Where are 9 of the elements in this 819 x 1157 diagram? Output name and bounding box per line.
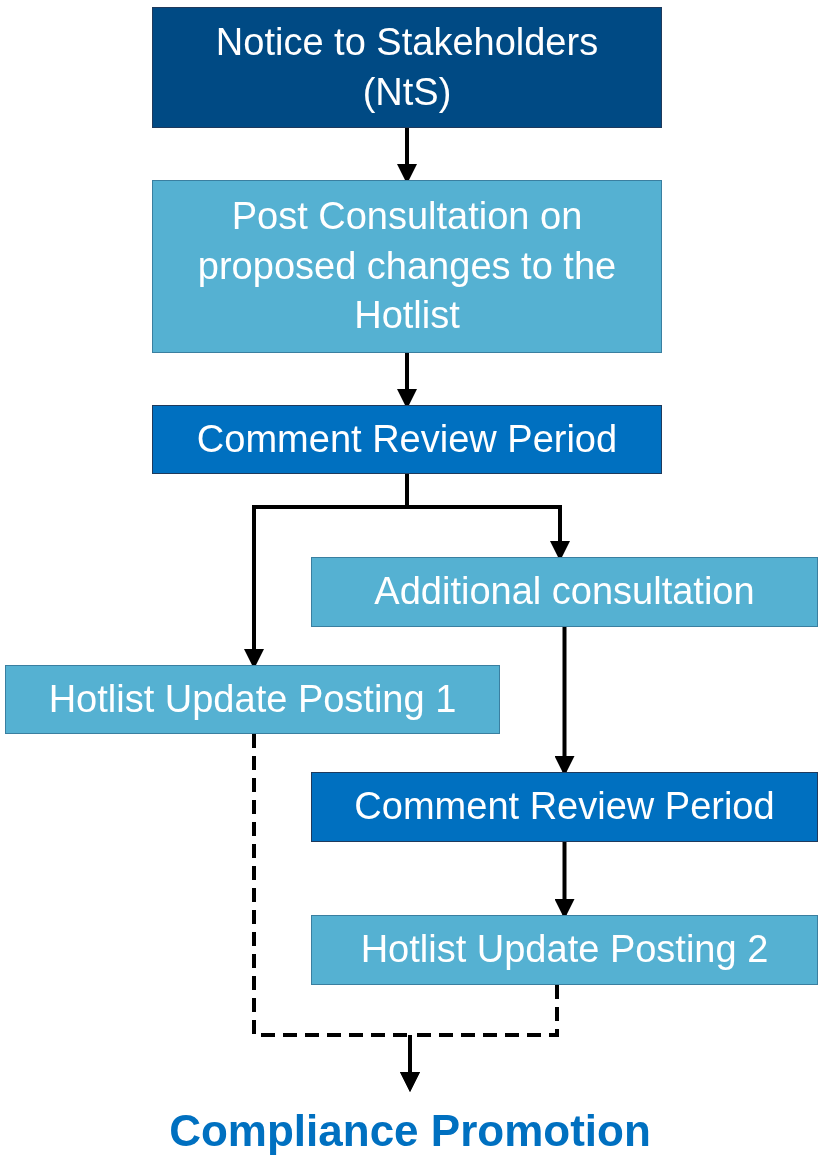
process-box: Comment Review Period (152, 405, 662, 474)
process-box: Post Consultation on proposed changes to the Hotlist (152, 180, 662, 353)
process-box: Notice to Stakeholders (NtS) (152, 7, 662, 128)
dashed-arrow (400, 985, 559, 1092)
process-box: Comment Review Period (311, 772, 818, 842)
process-box: Additional consultation (311, 557, 818, 627)
process-box: Hotlist Update Posting 1 (5, 665, 500, 734)
process-box: Hotlist Update Posting 2 (311, 915, 818, 985)
outcome-text: Compliance Promotion (120, 1106, 700, 1156)
